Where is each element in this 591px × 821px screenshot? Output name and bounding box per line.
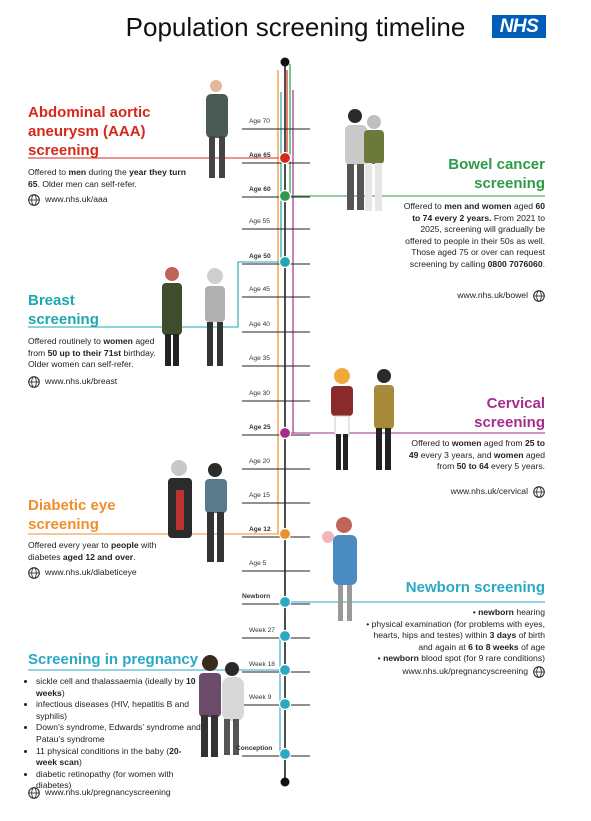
cervical-link[interactable]: www.nhs.uk/cervical [395, 486, 545, 498]
cervical-title-line: Cervical [486, 395, 545, 412]
aaa-title-line: screening [28, 142, 99, 159]
breast-title-line: Breast [28, 292, 75, 309]
newborn-item: • newborn blood spot (for 9 rare conditi… [377, 653, 545, 664]
pregnancy-item: diabetic retinopathy (for women with dia… [36, 769, 201, 792]
globe-icon [28, 194, 40, 206]
bowel-title-line: screening [474, 175, 545, 192]
pregnancy-item: infectious diseases (HIV, hepatitis B an… [36, 699, 201, 722]
timeline-label: Week 18 [249, 661, 275, 668]
aaa-description: Offered to men during the year they turn… [28, 167, 186, 189]
illustration-two-women [162, 267, 225, 366]
timeline-label: Age 45 [249, 286, 270, 293]
breast-link[interactable]: www.nhs.uk/breast [28, 376, 117, 388]
week9-marker [278, 697, 292, 711]
timeline-label: Week 9 [249, 694, 272, 701]
timeline-label: Conception [236, 745, 273, 752]
illustration-expecting-couple [199, 655, 244, 757]
newborn-link[interactable]: www.nhs.uk/pregnancyscreening [360, 666, 545, 678]
diabetic-link[interactable]: www.nhs.uk/diabeticeye [28, 567, 137, 579]
newborn-item: • newborn hearing [472, 607, 545, 617]
newborn-link-text[interactable]: www.nhs.uk/pregnancyscreening [402, 666, 528, 677]
page-title: Population screening timeline [125, 12, 466, 42]
aaa-marker [278, 151, 292, 165]
cervical-title-line: screening [474, 414, 545, 431]
illustration-young-women [331, 368, 394, 470]
globe-icon [28, 567, 40, 579]
timeline-label: Age 35 [249, 355, 270, 362]
timeline-label: Age 40 [249, 321, 270, 328]
globe-icon [533, 290, 545, 302]
aaa-title: Abdominal aortic aneurysm (AAA) screenin… [28, 103, 258, 160]
diabetic-link-text[interactable]: www.nhs.uk/diabeticeye [45, 567, 137, 578]
timeline-ticks [242, 128, 310, 757]
breast-title: Breast screening [28, 291, 228, 329]
pregnancy-item: 11 physical conditions in the baby (20-w… [36, 746, 201, 769]
aaa-title-line: Abdominal aortic [28, 104, 151, 121]
timeline-label: Age 25 [249, 424, 271, 431]
aaa-link[interactable]: www.nhs.uk/aaa [28, 194, 108, 206]
bowel-marker [278, 189, 292, 203]
newborn-item: • physical examination (for problems wit… [366, 618, 545, 652]
breast-link-text[interactable]: www.nhs.uk/breast [45, 376, 118, 387]
timeline-label: Age 20 [249, 458, 270, 465]
illustration-mother-baby [322, 517, 357, 621]
timeline-label: Newborn [242, 593, 271, 600]
timeline-label: Age 60 [249, 186, 271, 193]
pregnancy-title: Screening in pregnancy [28, 651, 199, 668]
timeline-label: Age 50 [249, 253, 271, 260]
breast-marker [278, 255, 292, 269]
breast-description: Offered routinely to women aged from 50 … [28, 336, 156, 370]
diabetic-title: Diabetic eye screening [28, 496, 228, 534]
pregnancy-list: sickle cell and thalassaemia (ideally by… [28, 676, 201, 792]
diabetic-marker [278, 527, 292, 541]
cervical-marker [278, 426, 292, 440]
timeline-bottom-end [280, 777, 290, 787]
newborn-list: • newborn hearing • physical examination… [360, 607, 545, 665]
bowel-link-text[interactable]: www.nhs.uk/bowel [457, 290, 528, 301]
bowel-title: Bowel cancer screening [340, 155, 545, 193]
globe-icon [28, 787, 40, 799]
bowel-description: Offered to men and women aged 60 to 74 e… [403, 201, 545, 269]
breast-connector [28, 261, 285, 328]
aaa-link-text[interactable]: www.nhs.uk/aaa [45, 194, 108, 205]
globe-icon [28, 376, 40, 388]
globe-icon [533, 486, 545, 498]
timeline-label: Age 70 [249, 118, 270, 125]
diabetic-title-line: screening [28, 516, 99, 533]
breast-title-line: screening [28, 311, 99, 328]
timeline-label: Age 55 [249, 218, 270, 225]
illustration-older-couple [345, 109, 384, 211]
bowel-link[interactable]: www.nhs.uk/bowel [395, 290, 545, 302]
timeline-label: Age 15 [249, 492, 270, 499]
illustration-older-man [206, 80, 228, 178]
cervical-description: Offered to women aged from 25 to 49 ever… [408, 438, 545, 472]
timeline-top-end [280, 57, 290, 67]
conception-marker [278, 747, 292, 761]
timeline-label: Age 65 [249, 152, 271, 159]
nhs-logo: NHS [492, 15, 546, 38]
illustration-diabetic-pair [168, 460, 227, 562]
globe-icon [533, 666, 545, 678]
pregnancy-link-text[interactable]: www.nhs.uk/pregnancyscreening [45, 787, 171, 798]
bowel-title-line: Bowel cancer [448, 156, 545, 173]
cervical-title: Cervical screening [380, 394, 545, 432]
newborn-title: Newborn screening [405, 579, 545, 596]
pregnancy-link[interactable]: www.nhs.uk/pregnancyscreening [28, 787, 171, 799]
cervical-link-text[interactable]: www.nhs.uk/cervical [450, 486, 528, 497]
week27-marker [278, 629, 292, 643]
timeline-label: Age 30 [249, 390, 270, 397]
newborn-marker [278, 595, 292, 609]
diabetic-title-line: Diabetic eye [28, 497, 116, 514]
timeline-label: Age 5 [249, 560, 267, 567]
week18-marker [278, 663, 292, 677]
diabetic-description: Offered every year to people with diabet… [28, 540, 157, 562]
aaa-title-line: aneurysm (AAA) [28, 123, 146, 140]
pregnancy-item: sickle cell and thalassaemia (ideally by… [36, 676, 201, 699]
pregnancy-item: Down’s syndrome, Edwards’ syndrome and P… [36, 722, 201, 745]
timeline-label: Age 12 [249, 526, 271, 533]
timeline-label: Week 27 [249, 627, 275, 634]
